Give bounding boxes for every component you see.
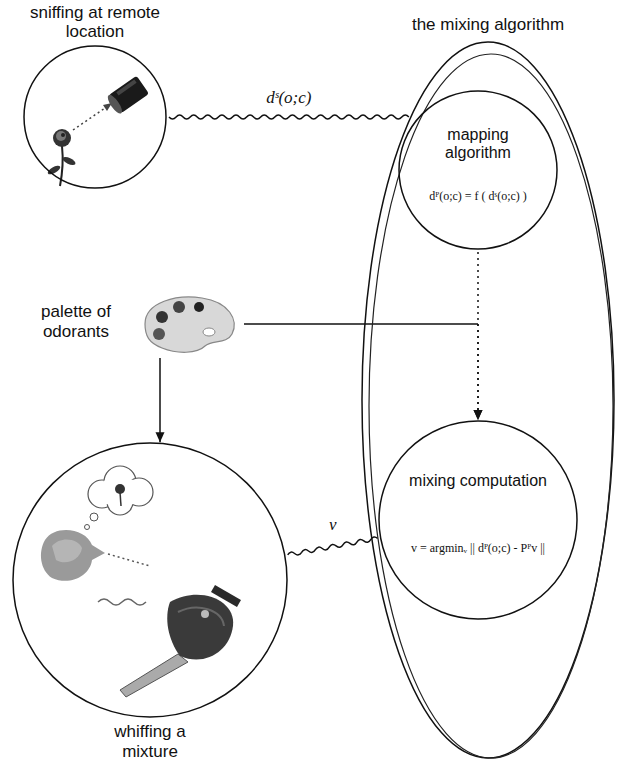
ellipse-outline bbox=[369, 54, 613, 758]
palette-node: palette of odorants bbox=[30, 292, 242, 356]
odor-flow-dots bbox=[73, 106, 108, 130]
palette-icon bbox=[153, 328, 165, 340]
thought-cloud bbox=[90, 513, 98, 521]
connector bbox=[169, 115, 409, 119]
rose-illustration bbox=[61, 133, 65, 137]
connector-line bbox=[288, 537, 378, 555]
connector-line bbox=[159, 358, 161, 442]
circle-outline bbox=[399, 91, 557, 249]
ellipse-outline bbox=[362, 42, 614, 758]
connector bbox=[156, 358, 165, 442]
bellows bbox=[120, 585, 241, 697]
sensor-device bbox=[105, 76, 149, 116]
palette-icon bbox=[173, 301, 185, 313]
mixing-circle: mixing computation v = argminᵥ || dᴾ(o;c)… bbox=[378, 420, 578, 620]
sensor-device bbox=[116, 80, 136, 96]
bellows bbox=[178, 608, 224, 626]
circle-outline bbox=[12, 442, 288, 718]
node-heading: the mixing algorithm bbox=[373, 15, 603, 35]
sensor-device bbox=[105, 93, 124, 116]
circle-outline bbox=[398, 90, 558, 250]
bellows bbox=[201, 610, 209, 618]
thought-cloud bbox=[85, 466, 154, 530]
whiff-dots bbox=[108, 554, 150, 566]
edge-label: v bbox=[326, 516, 340, 535]
node-heading: whiffing a mixture bbox=[95, 722, 205, 761]
algorithm-ellipse: the mixing algorithmmapping algorithmdᴾ(… bbox=[360, 40, 616, 760]
circle-outline bbox=[23, 45, 167, 189]
formula: v = argminᵥ || dᴾ(o;c) - Pᴾv || bbox=[411, 542, 545, 556]
node-title: mixing computation bbox=[408, 472, 548, 490]
connector bbox=[474, 252, 483, 420]
face-profile bbox=[52, 539, 82, 562]
thought-cloud bbox=[115, 484, 125, 494]
arrowhead bbox=[474, 410, 483, 420]
whiffing-circle: whiffing a mixture bbox=[12, 442, 288, 718]
palette-icon bbox=[156, 311, 168, 323]
edge-label: dˢ(o;c) bbox=[263, 89, 314, 108]
thought-cloud bbox=[120, 492, 121, 506]
connector-line bbox=[477, 324, 479, 420]
palette-icon bbox=[194, 302, 204, 312]
whiff-dots bbox=[98, 599, 146, 605]
palette-icon bbox=[145, 297, 234, 352]
arrowhead bbox=[474, 410, 483, 420]
circle-outline bbox=[13, 443, 287, 717]
node-title: mapping algorithm bbox=[418, 126, 538, 163]
bellows bbox=[211, 585, 241, 607]
face-profile bbox=[41, 530, 105, 581]
rose-illustration bbox=[53, 129, 71, 147]
rose-illustration bbox=[61, 155, 76, 166]
connector bbox=[288, 537, 378, 555]
circle-outline bbox=[379, 421, 577, 619]
thought-cloud bbox=[85, 525, 90, 530]
rose-illustration bbox=[46, 129, 76, 186]
bellows bbox=[120, 654, 188, 697]
node-heading: sniffing at remote location bbox=[15, 3, 175, 42]
bellows bbox=[167, 595, 233, 660]
rose-illustration bbox=[56, 131, 66, 141]
face-profile bbox=[41, 530, 105, 581]
circle-outline bbox=[378, 420, 578, 620]
palette-icon bbox=[203, 328, 215, 336]
sensing-circle: sniffing at remote location bbox=[23, 45, 167, 189]
odor-flow-dots bbox=[73, 103, 112, 130]
node-label: palette of odorants bbox=[30, 302, 122, 341]
circle-outline bbox=[24, 46, 166, 188]
connector-line bbox=[244, 323, 478, 325]
palette-icon bbox=[137, 292, 242, 356]
arrowhead bbox=[156, 432, 165, 442]
connector-line bbox=[477, 252, 479, 420]
mapping-circle: mapping algorithm dᴾ(o;c) = f ( dˢ(o;c) ) bbox=[398, 90, 558, 250]
formula: dᴾ(o;c) = f ( dˢ(o;c) ) bbox=[429, 190, 527, 204]
whiff-dots bbox=[98, 554, 150, 605]
thought-cloud bbox=[94, 478, 146, 506]
connector-line bbox=[169, 115, 409, 119]
